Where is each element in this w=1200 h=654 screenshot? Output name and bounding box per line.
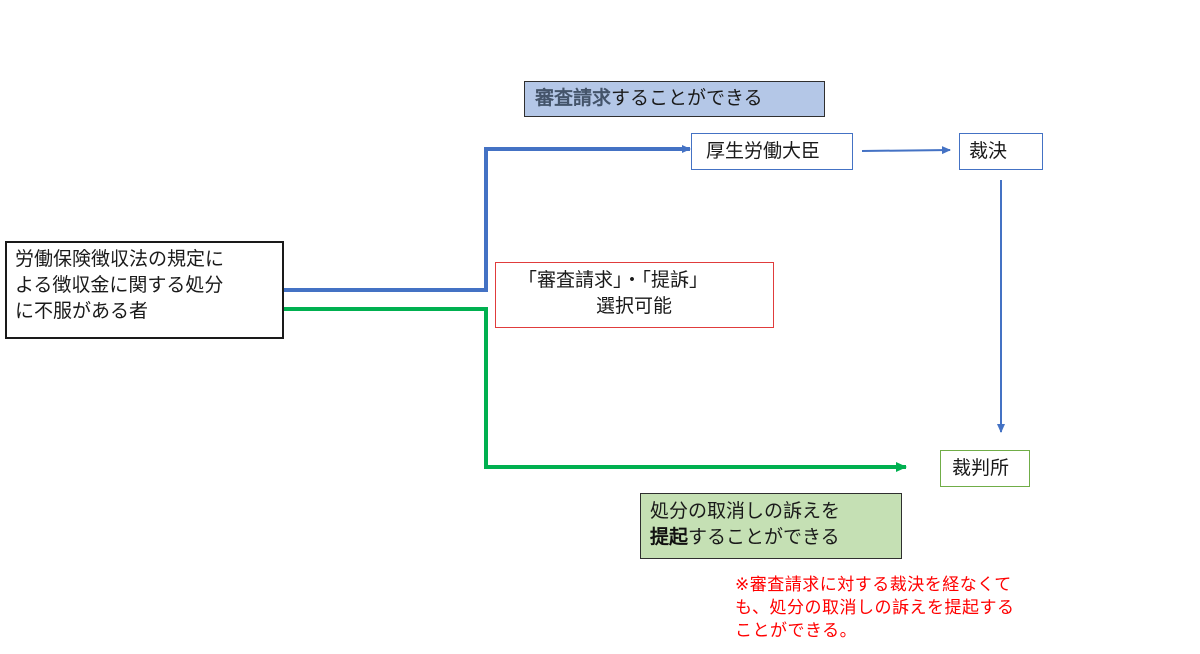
choice-line-2: 選択可能 [596, 295, 673, 317]
suit-label-rest: することができる [688, 526, 840, 548]
origin-line-2: よる徴収金に関する処分 [15, 274, 224, 296]
mhlw-to-ruling-arrow [861, 146, 951, 155]
choice-line-1: 「審査請求」・「提訴」 [518, 269, 709, 291]
suit-label-line-2: 提起することができる [650, 524, 901, 550]
footnote-line-3: ことができる。 [735, 621, 858, 641]
review-path-connector [284, 145, 691, 292]
suit-label-line-1: 処分の取消しの訴えを [650, 500, 841, 522]
choice-box: 「審査請求」・「提訴」 選択可能 [495, 262, 774, 328]
footnote: ※審査請求に対する裁決を経なくて も、処分の取消しの訴えを提起する ことができる… [735, 574, 1075, 643]
review-label-bold: 審査請求 [535, 87, 612, 109]
origin-line-3: に不服がある者 [15, 300, 149, 322]
origin-line-1: 労働保険徴収法の規定に [15, 248, 225, 270]
suit-path-connector [284, 307, 907, 472]
footnote-line-1: ※審査請求に対する裁決を経なくて [735, 575, 1012, 595]
suit-label: 処分の取消しの訴えを 提起することができる [640, 493, 902, 559]
review-label: 審査請求することができる [524, 81, 825, 117]
ruling-box: 裁決 [959, 133, 1043, 170]
review-label-rest: することができる [611, 87, 763, 109]
suit-label-bold: 提起 [650, 526, 689, 548]
mhlw-box: 厚生労働大臣 [691, 133, 853, 170]
origin-box: 労働保険徴収法の規定に よる徴収金に関する処分 に不服がある者 [5, 241, 284, 339]
footnote-line-2: も、処分の取消しの訴えを提起する [735, 598, 1015, 618]
court-box: 裁判所 [940, 450, 1030, 487]
